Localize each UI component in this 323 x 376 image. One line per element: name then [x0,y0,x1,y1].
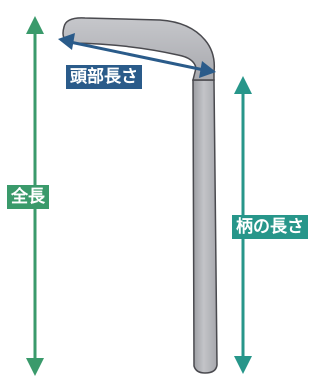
handle-length-label: 柄の長さ [232,215,308,239]
total-length-label: 全長 [7,185,49,209]
head-length-label: 頭部長さ [66,65,142,89]
head-length-arrow [58,33,216,78]
tool-handle [192,79,218,374]
